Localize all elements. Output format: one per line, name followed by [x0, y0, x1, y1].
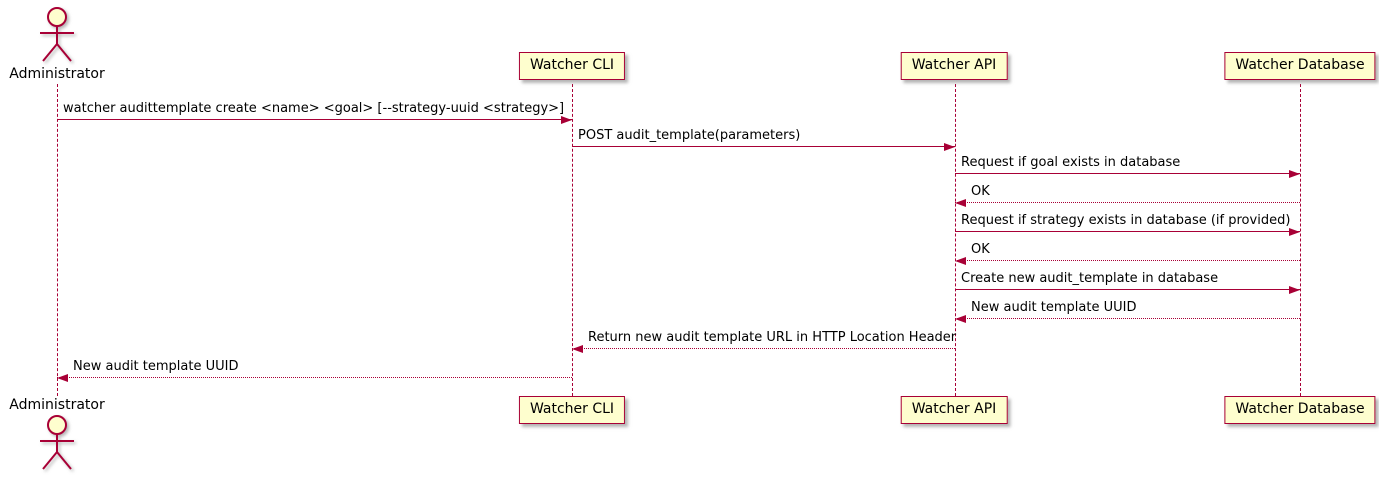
message-return-url: Return new audit template URL in HTTP Lo… [572, 330, 957, 353]
message-create-audittemplate: watcher audittemplate create <name> <goa… [57, 101, 572, 124]
message-label: POST audit_template(parameters) [578, 128, 801, 143]
message-label: Create new audit_template in database [961, 271, 1219, 286]
lifeline-watcher-api [955, 84, 956, 396]
actor-label-top: Administrator [9, 66, 105, 82]
message-ok-strategy: OK [955, 242, 1300, 265]
message-line [955, 314, 1300, 323]
arrowhead-icon [955, 314, 966, 323]
message-ok-goal: OK [955, 184, 1300, 207]
actor-label-bottom: Administrator [9, 397, 105, 413]
message-line [955, 285, 1300, 294]
participant-watcher-api-bottom: Watcher API [900, 396, 1008, 425]
message-request-strategy-exists: Request if strategy exists in database (… [955, 213, 1300, 236]
message-label: OK [971, 242, 990, 257]
message-line [57, 373, 572, 382]
arrowhead-icon [561, 115, 572, 124]
participant-watcher-api-top: Watcher API [900, 52, 1008, 81]
message-request-goal-exists: Request if goal exists in database [955, 155, 1300, 178]
message-create-in-database: Create new audit_template in database [955, 271, 1300, 294]
message-label: OK [971, 184, 990, 199]
arrowhead-icon [955, 198, 966, 207]
participant-watcher-database-top: Watcher Database [1224, 52, 1376, 81]
arrowhead-icon [1289, 169, 1300, 178]
message-new-uuid-from-db: New audit template UUID [955, 300, 1300, 323]
lifeline-watcher-database [1300, 84, 1301, 396]
arrowhead-icon [955, 256, 966, 265]
arrowhead-icon [944, 142, 955, 151]
participant-watcher-cli-bottom: Watcher CLI [518, 396, 626, 425]
participant-watcher-database-bottom: Watcher Database [1224, 396, 1376, 425]
message-line [955, 198, 1300, 207]
lifeline-watcher-cli [572, 84, 573, 396]
actor-icon [40, 7, 74, 62]
message-line [572, 344, 955, 353]
message-new-uuid-to-admin: New audit template UUID [57, 359, 572, 382]
message-label: watcher audittemplate create <name> <goa… [63, 101, 565, 116]
actor-icon [40, 415, 74, 470]
arrowhead-icon [1289, 285, 1300, 294]
message-label: Return new audit template URL in HTTP Lo… [588, 330, 957, 345]
message-label: New audit template UUID [73, 359, 239, 374]
message-label: Request if strategy exists in database (… [961, 213, 1291, 228]
message-line [57, 115, 572, 124]
arrowhead-icon [57, 373, 68, 382]
message-line [955, 169, 1300, 178]
message-line [955, 227, 1300, 236]
message-post-audit-template: POST audit_template(parameters) [572, 128, 955, 151]
arrowhead-icon [1289, 227, 1300, 236]
message-label: New audit template UUID [971, 300, 1137, 315]
message-label: Request if goal exists in database [961, 155, 1181, 170]
arrowhead-icon [572, 344, 583, 353]
message-line [572, 142, 955, 151]
message-line [955, 256, 1300, 265]
participant-watcher-cli-top: Watcher CLI [518, 52, 626, 81]
lifeline-administrator [57, 84, 58, 396]
